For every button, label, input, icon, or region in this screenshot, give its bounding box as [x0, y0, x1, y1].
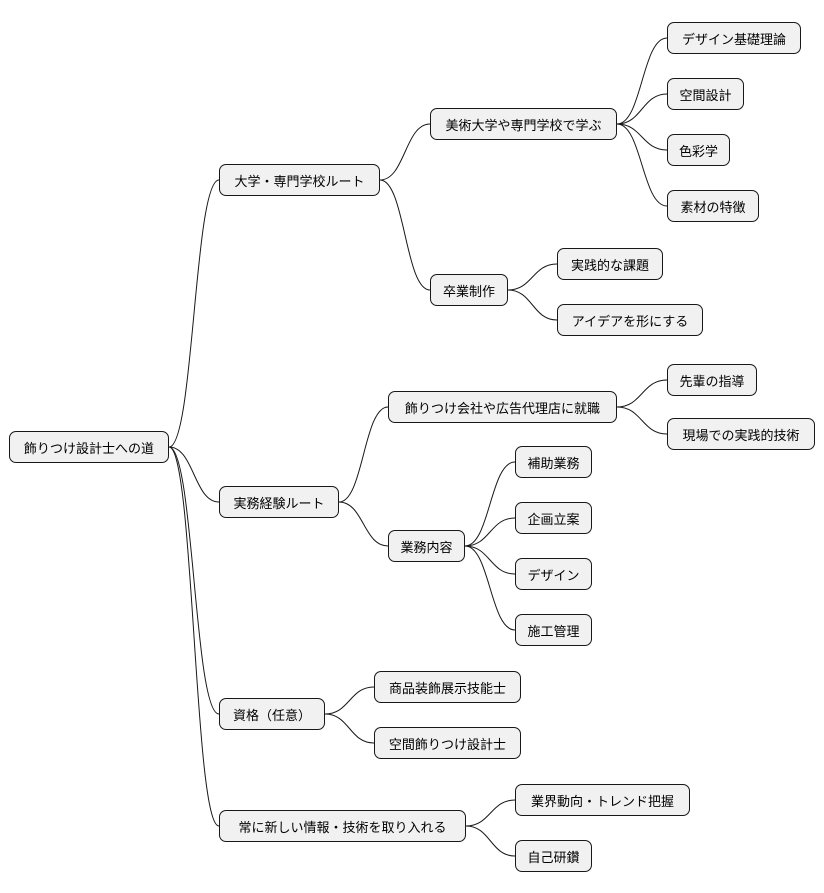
node-university-route: 大学・専門学校ルート — [219, 164, 380, 196]
edge-n11-n113 — [616, 123, 668, 151]
edge-n3-n31 — [324, 686, 375, 715]
edge-n22-n223 — [464, 545, 516, 575]
node-space-design: 空間設計 — [667, 78, 744, 110]
node-work-experience-route: 実務経験ルート — [219, 486, 339, 518]
edge-n22-n224 — [464, 545, 516, 631]
edge-n22-n221 — [464, 461, 516, 547]
node-job-content: 業務内容 — [388, 530, 465, 562]
node-design: デザイン — [515, 558, 592, 590]
edge-n21-n212 — [616, 406, 668, 435]
node-planning: 企画立案 — [515, 502, 592, 534]
node-assist-work: 補助業務 — [515, 446, 592, 478]
node-graduation-work: 卒業制作 — [430, 274, 508, 306]
node-design-theory: デザイン基礎理論 — [667, 22, 801, 54]
edge-n21-n211 — [616, 379, 668, 408]
edge-n4-n41 — [465, 799, 516, 827]
node-shape-ideas: アイデアを形にする — [557, 304, 703, 336]
node-display-technician: 商品装飾展示技能士 — [374, 671, 521, 703]
edge-n12-n122 — [507, 289, 558, 321]
edge-n3-n32 — [324, 713, 375, 744]
edge-n0-n2 — [168, 446, 220, 503]
node-onsite-skills: 現場での実践的技術 — [667, 418, 815, 450]
node-qualification: 資格（任意） — [219, 698, 325, 730]
edge-n2-n22 — [338, 501, 389, 547]
edge-n11-n114 — [616, 123, 668, 207]
edge-n12-n121 — [507, 263, 558, 291]
node-study-at-school: 美術大学や専門学校で学ぶ — [430, 108, 617, 140]
edge-n11-n111 — [616, 37, 668, 125]
edge-n1-n12 — [379, 179, 431, 291]
edge-n0-n1 — [168, 179, 220, 448]
edge-n2-n21 — [338, 406, 389, 503]
edge-n0-n4 — [168, 446, 220, 827]
edge-n22-n222 — [464, 517, 516, 547]
node-industry-trends: 業界動向・トレンド把握 — [515, 784, 690, 816]
node-material-features: 素材の特徴 — [667, 190, 759, 222]
node-practical-task: 実践的な課題 — [557, 248, 663, 280]
node-color-science: 色彩学 — [667, 134, 730, 166]
node-get-job: 飾りつけ会社や広告代理店に就職 — [388, 391, 617, 423]
edge-n1-n11 — [379, 123, 431, 181]
node-construction-management: 施工管理 — [515, 614, 592, 646]
edge-n4-n42 — [465, 825, 516, 857]
edge-n11-n112 — [616, 93, 668, 125]
node-self-improvement: 自己研鑽 — [515, 840, 592, 872]
node-senior-guidance: 先輩の指導 — [667, 364, 757, 396]
node-root: 飾りつけ設計士への道 — [9, 431, 169, 463]
node-keep-learning: 常に新しい情報・技術を取り入れる — [219, 810, 466, 842]
node-space-decoration-designer: 空間飾りつけ設計士 — [374, 727, 521, 759]
edge-n0-n3 — [168, 446, 220, 715]
